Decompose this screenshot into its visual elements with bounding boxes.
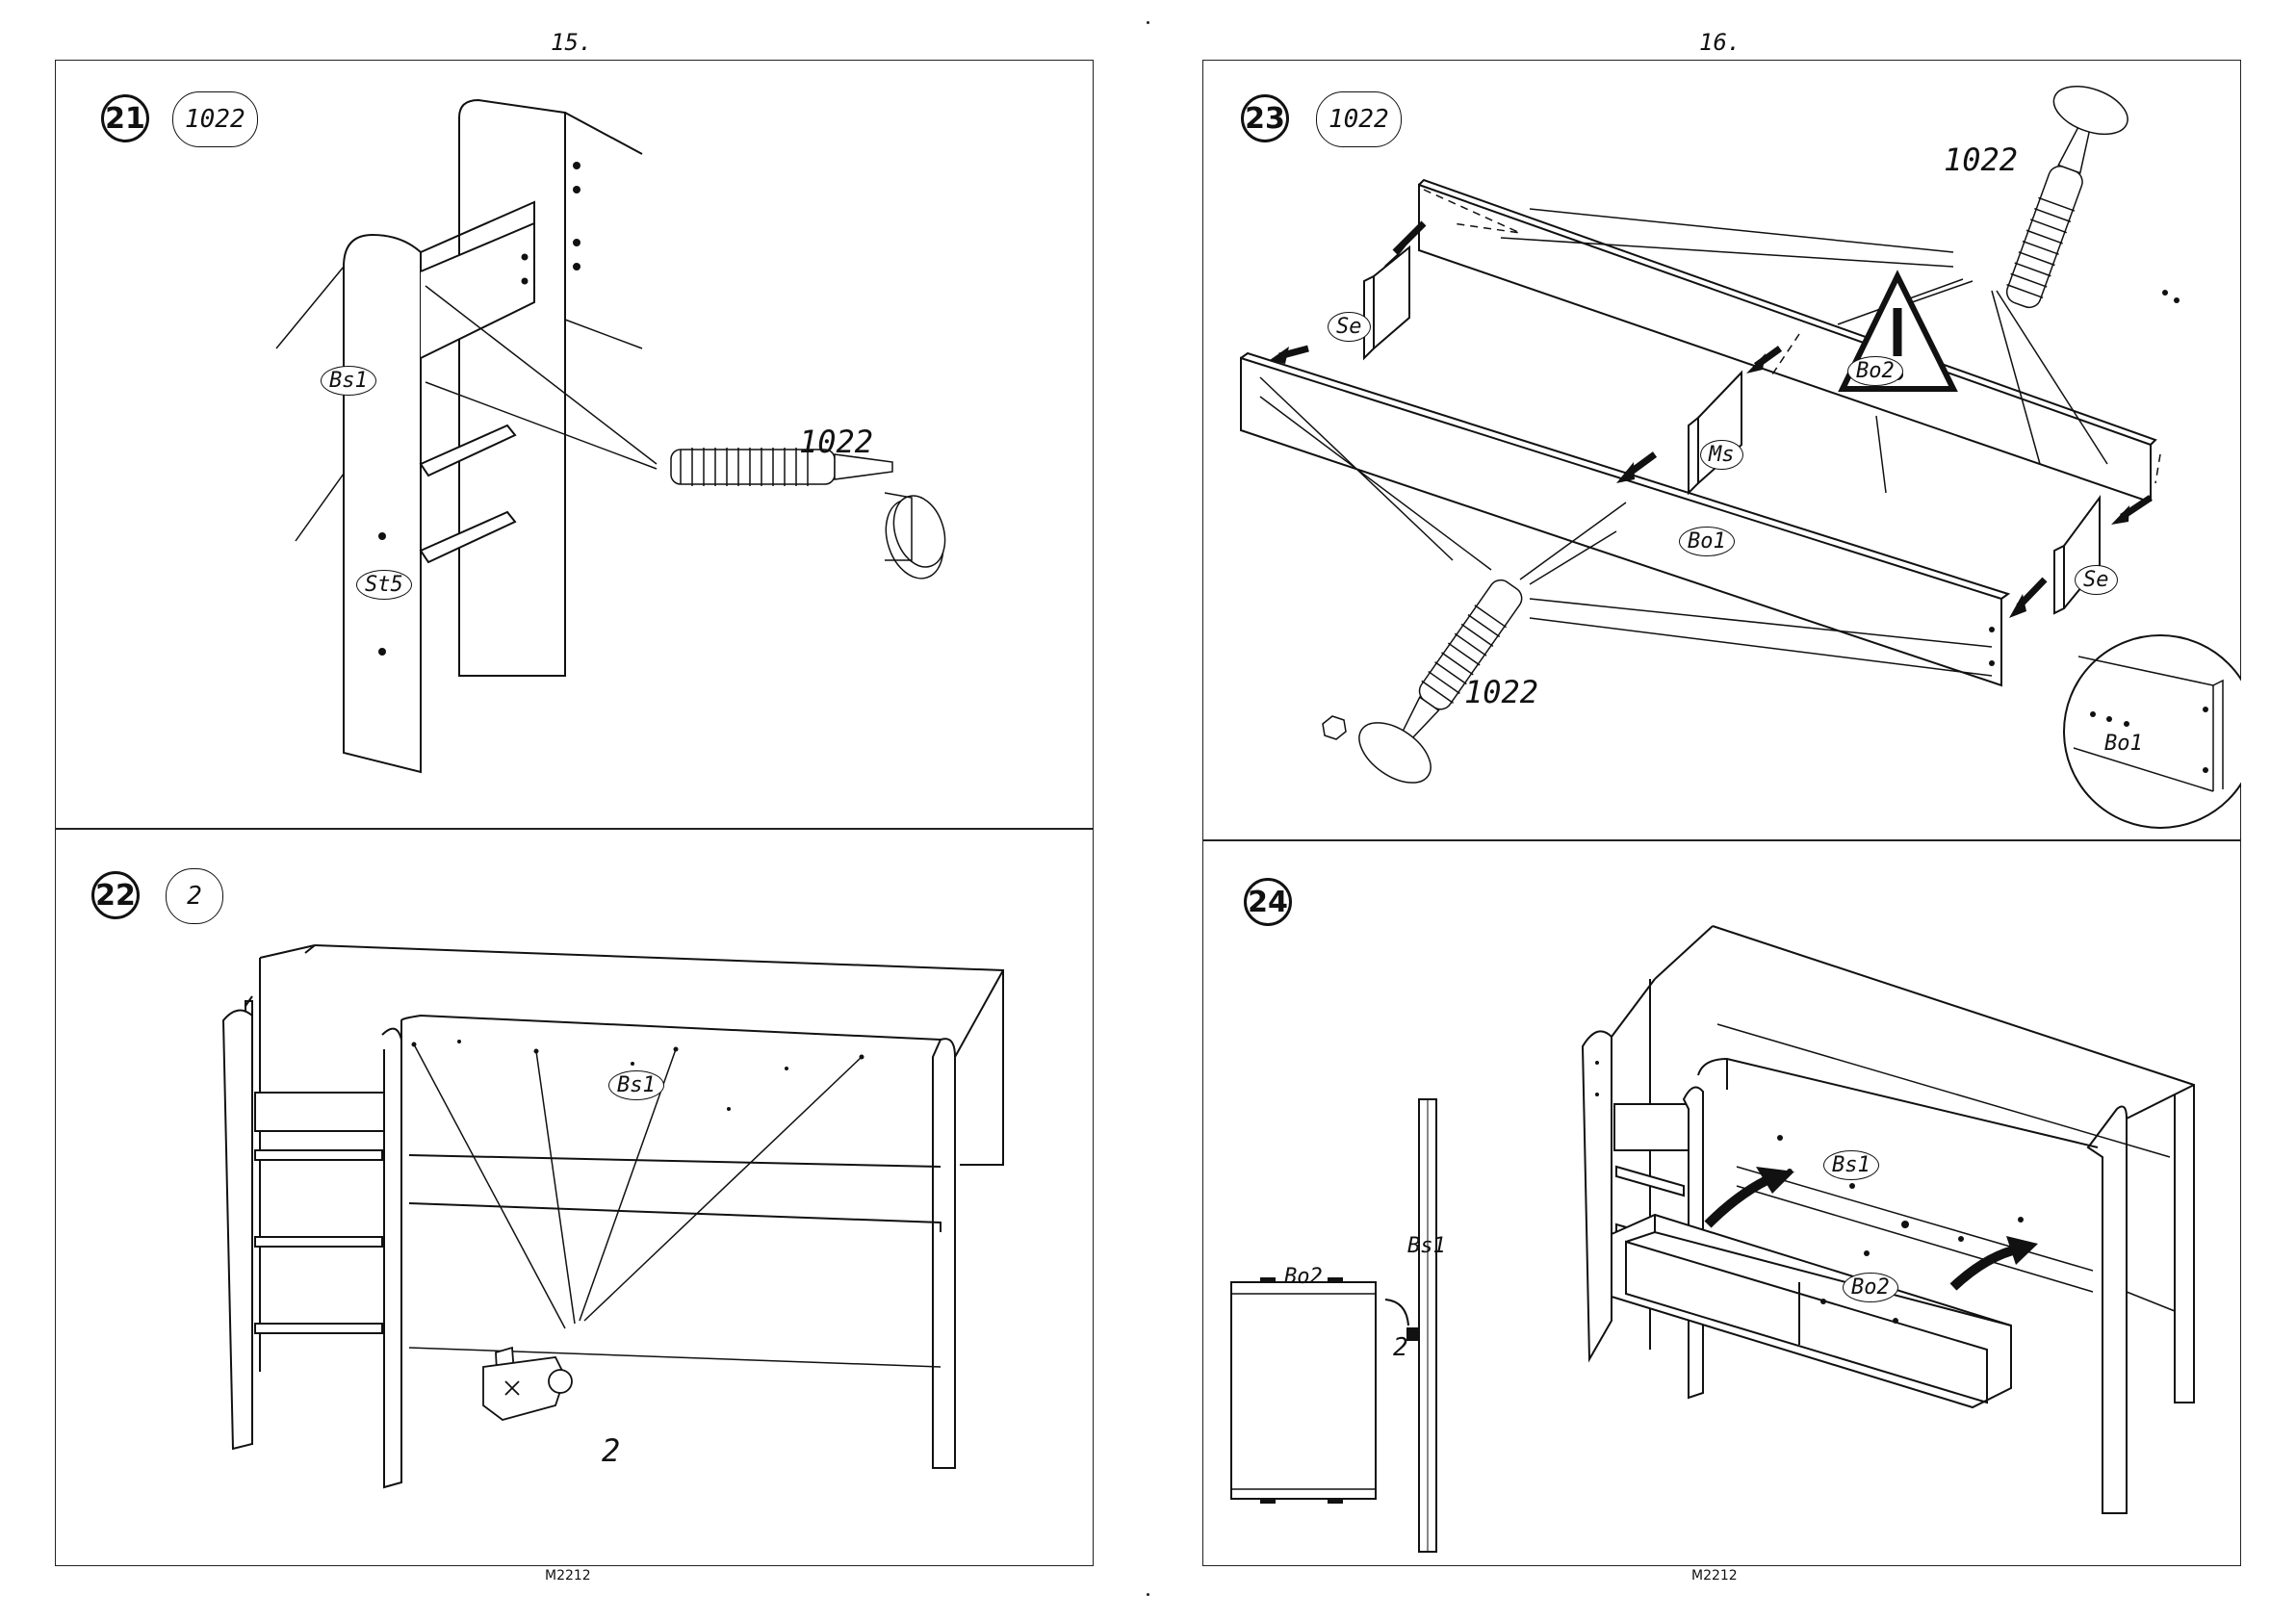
part-label-se-right: Se xyxy=(2075,565,2118,595)
step-22-panel: 22 2 xyxy=(55,828,1094,1566)
side-label-bs1: Bs1 xyxy=(1407,1234,1446,1258)
fitting-label-2: 2 xyxy=(602,1432,620,1469)
fitting-label-1022-bottom: 1022 xyxy=(1464,674,1538,710)
fitting-label-1022: 1022 xyxy=(799,424,873,460)
side-label-bo2: Bo2 xyxy=(1284,1265,1323,1289)
step-23-panel: 23 1022 xyxy=(1202,60,2241,839)
step-24-panel: 24 xyxy=(1202,839,2241,1566)
step-21-panel: 21 1022 Bs1 St5 xyxy=(55,60,1094,828)
fitting-label-1022-top: 1022 xyxy=(1944,142,2018,178)
step-24-drawing xyxy=(1202,839,2241,1566)
step-22-drawing xyxy=(55,828,1094,1566)
detail-label-bo1: Bo1 xyxy=(2104,732,2143,756)
page-number-right: 16. xyxy=(1699,29,1741,56)
model-code-right: M2212 xyxy=(1691,1568,1738,1583)
part-label-bo2: Bo2 xyxy=(1847,356,1903,386)
part-label-bo1: Bo1 xyxy=(1679,527,1735,556)
page-divider-mark-bottom xyxy=(1147,1593,1149,1596)
model-code-left: M2212 xyxy=(545,1568,591,1583)
step-21-drawing xyxy=(55,60,1094,828)
part-label-se-left: Se xyxy=(1328,312,1371,342)
part-label-bs1: Bs1 xyxy=(608,1070,664,1100)
page-divider-mark-top xyxy=(1147,21,1149,24)
part-label-st5: St5 xyxy=(356,570,412,600)
part-label-bo2: Bo2 xyxy=(1843,1273,1898,1302)
part-label-bs1: Bs1 xyxy=(321,366,376,396)
page-number-left: 15. xyxy=(551,29,592,56)
part-label-ms: Ms xyxy=(1700,440,1743,470)
side-fitting-label-2: 2 xyxy=(1393,1333,1408,1362)
part-label-bs1: Bs1 xyxy=(1823,1150,1879,1180)
